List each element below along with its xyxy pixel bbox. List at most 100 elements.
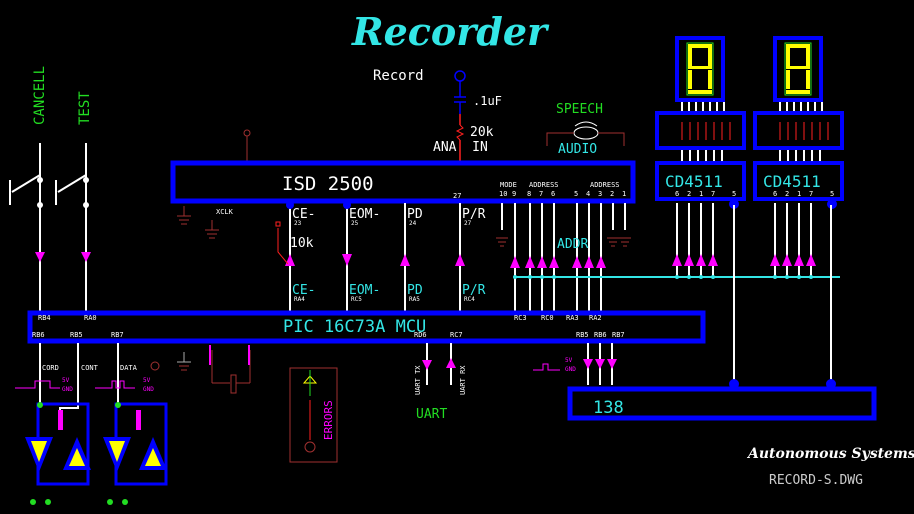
pic-pin-label: RC3 bbox=[514, 314, 527, 322]
svg-text:UART TX: UART TX bbox=[414, 365, 422, 395]
cancel-switch: CANCELL bbox=[9, 66, 48, 265]
arrow-up-icon bbox=[596, 256, 606, 268]
record-label: Record bbox=[373, 68, 424, 84]
arrow-up-icon bbox=[285, 254, 295, 266]
decoder-pin-number: 5 bbox=[830, 190, 834, 198]
drawing-filename: RECORD-S.DWG bbox=[769, 473, 863, 488]
segment bbox=[786, 66, 810, 69]
svg-text:CORD: CORD bbox=[42, 364, 59, 372]
svg-text:GND: GND bbox=[143, 386, 154, 393]
arrow-up-icon bbox=[672, 254, 682, 266]
drawing-title: Recorder bbox=[351, 9, 550, 54]
arrow-up-icon bbox=[696, 254, 706, 266]
isd2500-chip bbox=[170, 160, 636, 204]
address-pin-number: 6 bbox=[551, 190, 555, 198]
svg-text:5V: 5V bbox=[62, 377, 70, 384]
svg-text:27: 27 bbox=[453, 192, 461, 200]
pic-signal-port: RA5 bbox=[409, 296, 420, 303]
arrow-up-icon bbox=[782, 254, 792, 266]
cd4511-chip bbox=[655, 161, 746, 201]
segment bbox=[688, 44, 712, 48]
segment bbox=[688, 66, 712, 69]
ground-icon bbox=[177, 206, 191, 225]
test-switch-label: TEST bbox=[77, 91, 93, 125]
decoder-pin-number: 1 bbox=[699, 190, 703, 198]
arrow-up-icon bbox=[684, 254, 694, 266]
segment bbox=[688, 47, 692, 66]
segment bbox=[786, 90, 810, 94]
segment bbox=[708, 47, 712, 66]
errors-led-box bbox=[289, 367, 338, 463]
svg-text:UART RX: UART RX bbox=[459, 365, 467, 395]
pic-pin-label: RB7 bbox=[111, 331, 124, 339]
decoder-pin-number: 6 bbox=[675, 190, 679, 198]
pic-pin-label: RB5 bbox=[576, 331, 589, 339]
decoder-pin-number: 5 bbox=[732, 190, 736, 198]
tx-arrow-icon bbox=[422, 360, 432, 370]
segment bbox=[786, 47, 790, 66]
crystal-icon bbox=[211, 350, 251, 394]
isd2500-chip-name: ISD 2500 bbox=[282, 173, 374, 195]
isd-pin-name: EOM- bbox=[349, 207, 380, 222]
address-pin-number: 5 bbox=[574, 190, 578, 198]
demux-138-name: 138 bbox=[593, 398, 624, 418]
pic-signal-name: PD bbox=[407, 283, 423, 298]
cd4511-chip-name: CD4511 bbox=[665, 172, 723, 191]
ground-icon bbox=[619, 237, 631, 247]
pic-pin-label: RB7 bbox=[612, 331, 625, 339]
segment bbox=[806, 70, 810, 89]
pic-pin-label: RB5 bbox=[70, 331, 83, 339]
pic-pin-label: RA0 bbox=[84, 314, 97, 322]
arrow-up-icon bbox=[584, 256, 594, 268]
ana-in-label: ANA IN bbox=[433, 140, 488, 155]
arrow-icon bbox=[81, 252, 91, 262]
ground-icon bbox=[607, 237, 619, 247]
pulse-waveform-icon bbox=[15, 363, 560, 389]
decoder-pin-number: 7 bbox=[711, 190, 715, 198]
capacitor-value: .1uF bbox=[473, 94, 502, 108]
ground-icon bbox=[205, 220, 219, 239]
pic-pin-label: RA2 bbox=[589, 314, 602, 322]
pic-pin-label: RA3 bbox=[566, 314, 579, 322]
decoder-pin-number: 2 bbox=[687, 190, 691, 198]
segment bbox=[708, 70, 712, 89]
audio-jack-icon bbox=[454, 70, 466, 82]
decoder-pin-number: 6 bbox=[773, 190, 777, 198]
svg-text:5V: 5V bbox=[143, 377, 151, 384]
arrow-down-icon bbox=[342, 254, 352, 266]
arrow-up-icon bbox=[794, 254, 804, 266]
segment bbox=[786, 70, 790, 89]
address-pin-number: 3 bbox=[598, 190, 602, 198]
svg-text:5V: 5V bbox=[565, 357, 573, 364]
arrow-up-icon bbox=[770, 254, 780, 266]
segment bbox=[688, 70, 692, 89]
isd-pin-name: P/R bbox=[462, 207, 486, 222]
pic-signal-port: RA4 bbox=[294, 296, 305, 303]
pic-pin-label: RC0 bbox=[541, 314, 554, 322]
arrow-icon bbox=[35, 252, 45, 262]
cd4511-chip-name: CD4511 bbox=[763, 172, 821, 191]
speech-label: SPEECH bbox=[556, 102, 603, 117]
arrow-up-icon bbox=[400, 254, 410, 266]
rx-arrow-icon bbox=[446, 358, 456, 368]
svg-text:ADDRESS: ADDRESS bbox=[590, 181, 620, 189]
isd-pin-number: 25 bbox=[351, 220, 359, 227]
decoder-pin-number: 1 bbox=[797, 190, 801, 198]
pic-signal-name: CE- bbox=[292, 283, 315, 298]
decoder-pin-number: 7 bbox=[809, 190, 813, 198]
pic-pin-label: RB6 bbox=[594, 331, 607, 339]
arrow-up-icon bbox=[549, 256, 559, 268]
address-pin-number: 8 bbox=[527, 190, 531, 198]
isd-pin-number: 24 bbox=[409, 220, 417, 227]
cd4511-chip bbox=[753, 161, 844, 201]
seven-segment-display bbox=[675, 36, 725, 102]
pic-mcu-chip bbox=[27, 310, 706, 344]
seven-segment-display bbox=[773, 36, 823, 102]
test-switch: TEST bbox=[55, 91, 93, 265]
svg-text:GND: GND bbox=[565, 366, 576, 373]
arrow-up-icon bbox=[510, 256, 520, 268]
pic-pin-label: RC7 bbox=[450, 331, 463, 339]
